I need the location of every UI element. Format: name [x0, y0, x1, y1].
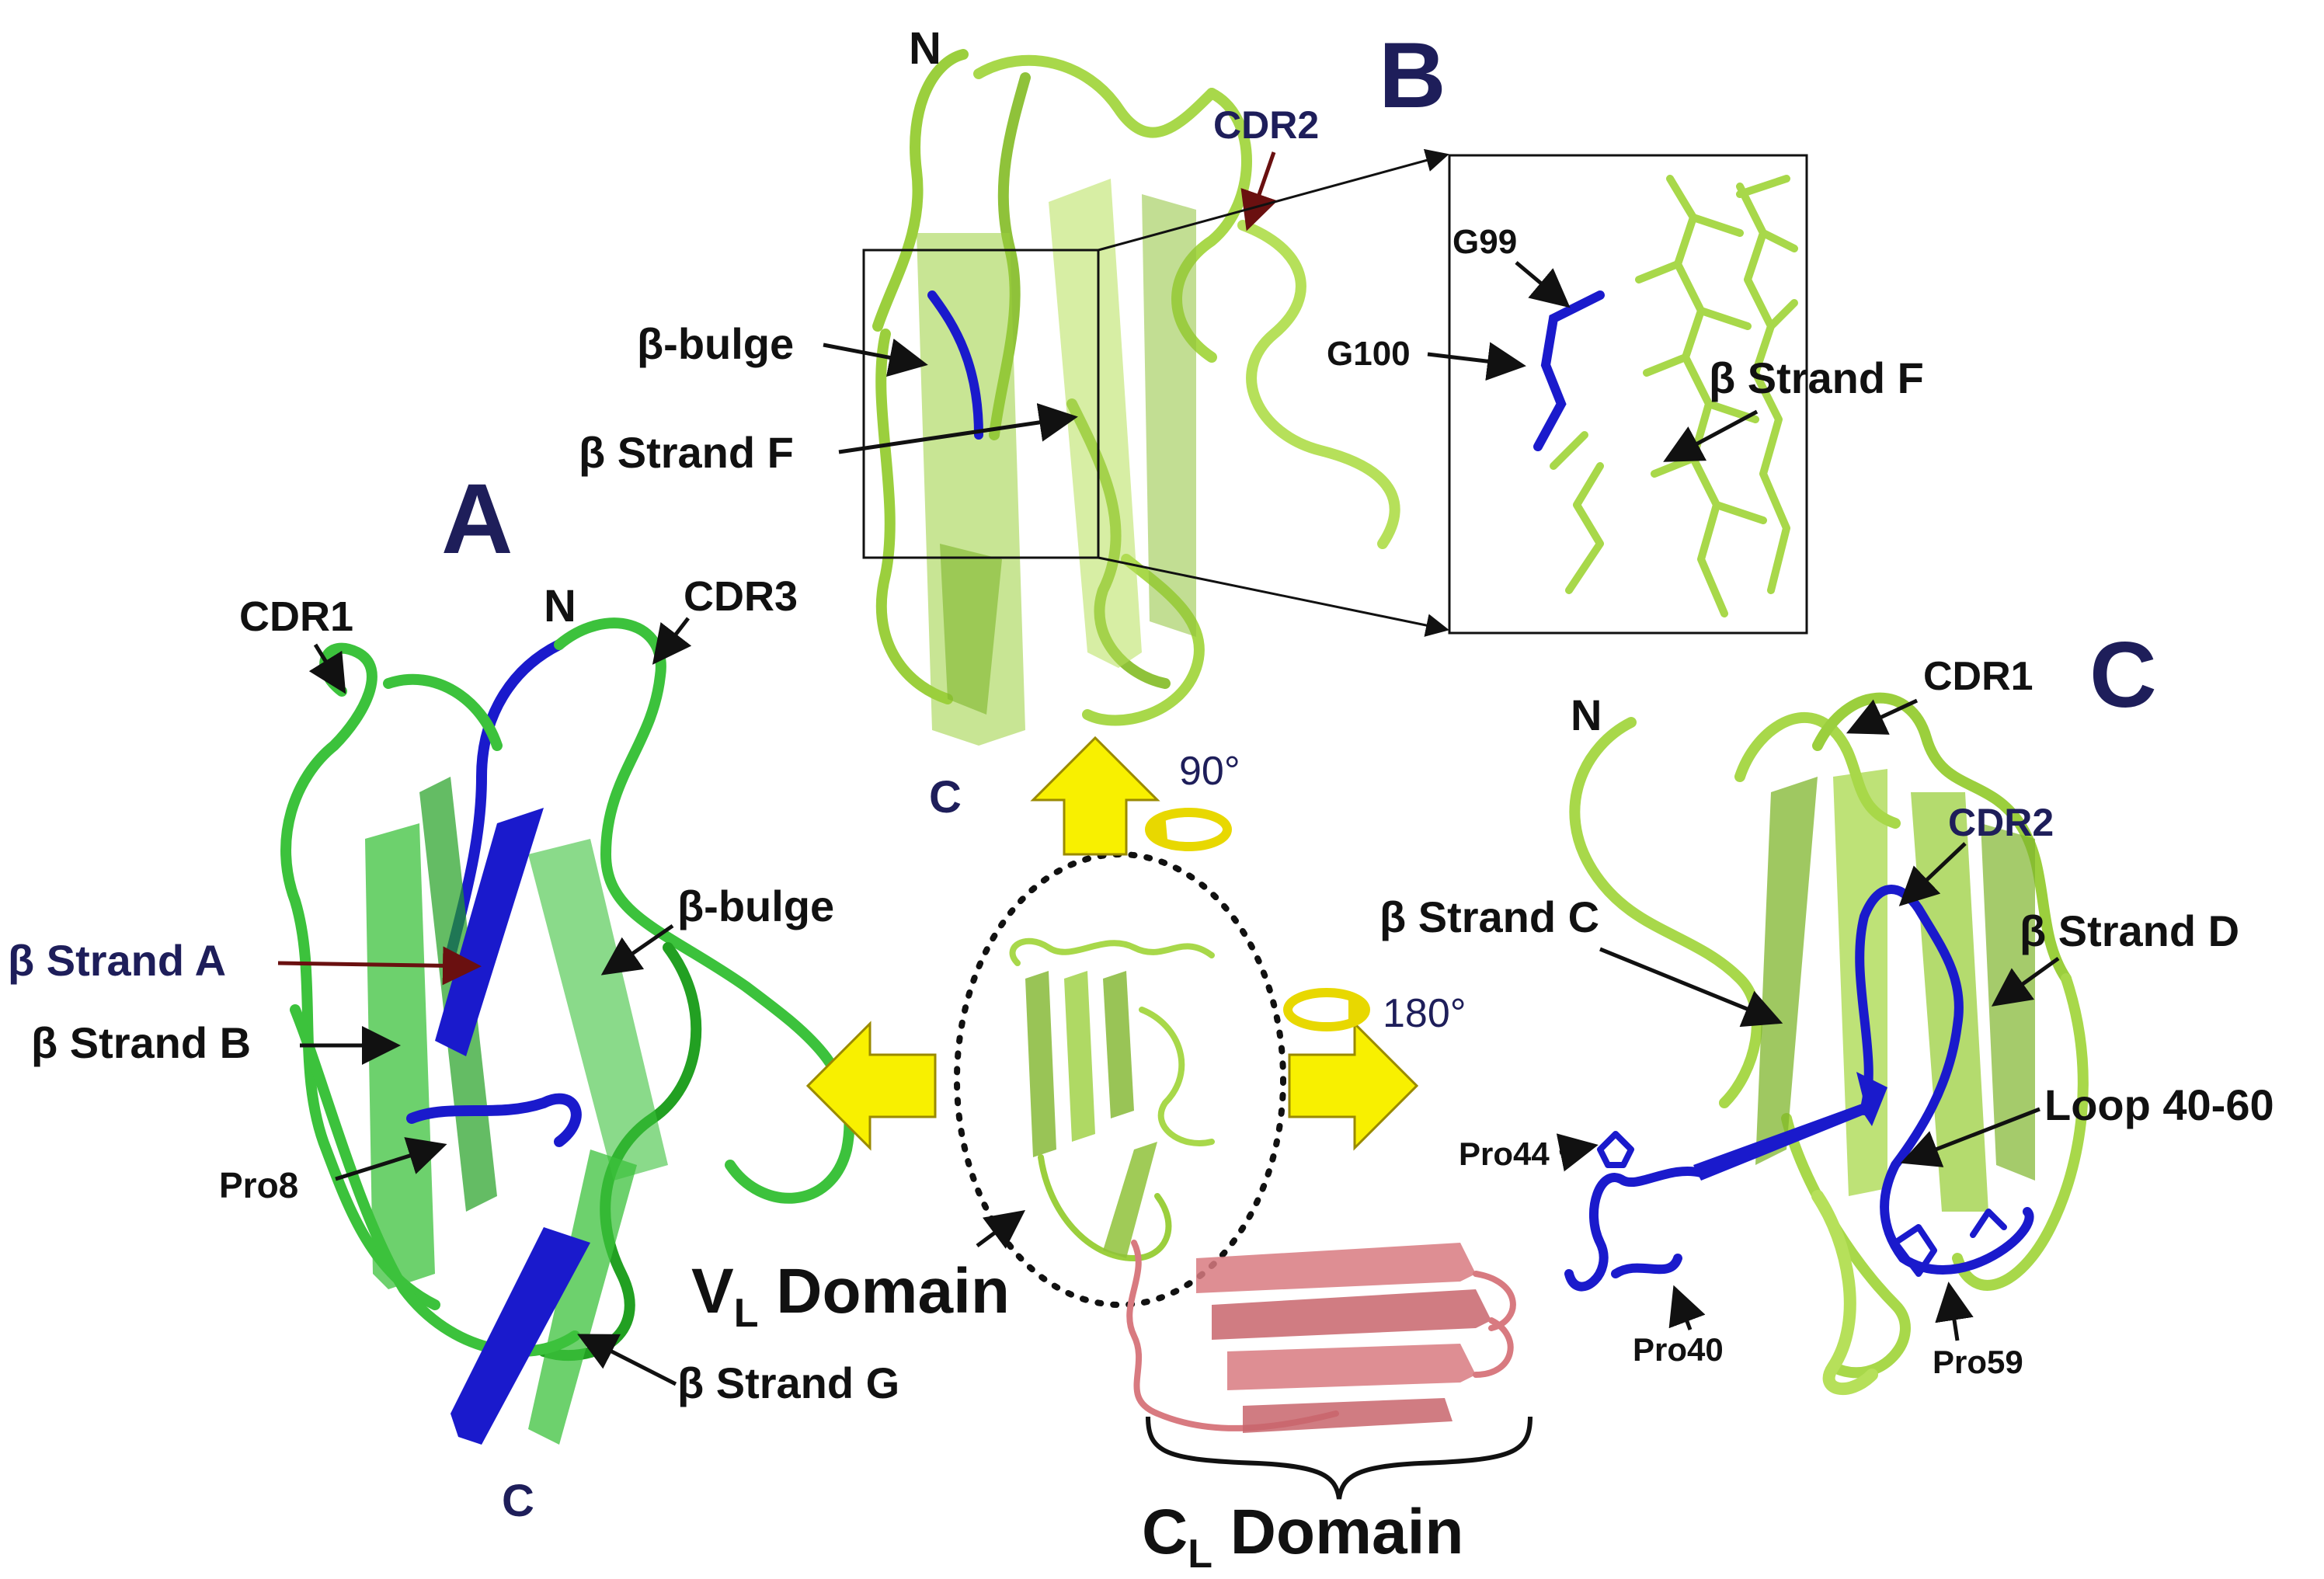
panel-a-strand-a-arrow	[277, 946, 482, 986]
panel-a-strand-g-arrow	[577, 1334, 677, 1386]
panel-b-n-terminus: N	[909, 23, 941, 74]
arrow-left-to-panel-a	[805, 1021, 937, 1151]
rotation-180-label: 180°	[1383, 991, 1466, 1036]
panel-c-loop-arrow	[1900, 1107, 2040, 1167]
panel-b-inset-g99-g100-residues	[1533, 290, 1605, 451]
panel-b-inset-sticks	[1550, 175, 1798, 617]
panel-c-letter: C	[2089, 623, 2157, 727]
panel-c-pro59-arrow	[1935, 1282, 1974, 1341]
panel-a-cdr1-label: CDR1	[239, 593, 353, 640]
panel-c-pro59-label: Pro59	[1933, 1344, 2023, 1380]
panel-b-inset-g100-label: G100	[1327, 335, 1411, 373]
panel-b-inset-g99-arrow	[1515, 261, 1571, 308]
panel-b-beta-bulge-arrow	[823, 338, 928, 377]
panel-a: A CDR1 N CDR3 β-bulge β Strand A β Stran…	[8, 464, 899, 1526]
panel-b-inset-strand-f-label: β Strand F	[1709, 353, 1924, 402]
panel-c-n-terminus: N	[1571, 690, 1602, 739]
panel-c-strand-d-arrow	[1991, 956, 2060, 1007]
panel-c-pro44-arrow	[1556, 1133, 1599, 1172]
panel-a-cdr3-label: CDR3	[684, 573, 798, 620]
panel-c-pro40-label: Pro40	[1633, 1331, 1724, 1368]
panel-a-pro8-label: Pro8	[219, 1165, 298, 1205]
vl-domain-label: VL Domain	[691, 1256, 1010, 1336]
panel-a-letter: A	[441, 464, 513, 575]
panel-c-strand-c-label: β Strand C	[1379, 892, 1599, 941]
cl-domain-brace	[1146, 1416, 1533, 1500]
center-vl-structure	[1009, 937, 1215, 1261]
panel-b-cdr2-label: CDR2	[1213, 103, 1319, 147]
arrow-up-to-panel-b	[1030, 736, 1160, 856]
panel-b-strand-f-arrow	[838, 403, 1078, 454]
center-cl-structure	[1126, 1240, 1516, 1433]
panel-c-pro40-arrow	[1668, 1285, 1706, 1330]
panel-c-cdr1-label: CDR1	[1923, 654, 2034, 699]
panel-b-strand-f-label: β Strand F	[579, 428, 794, 477]
panel-a-beta-bulge-arrow	[600, 923, 674, 976]
panel-b-cdr2-arrow	[1240, 151, 1278, 231]
panel-a-cdr1-arrow	[308, 643, 346, 694]
panel-b-protein-structure	[872, 49, 1400, 746]
panel-a-beta-bulge-label: β-bulge	[677, 882, 834, 930]
panel-c-cdr2-label: CDR2	[1948, 801, 2054, 844]
panel-c-pro44-label: Pro44	[1459, 1136, 1550, 1172]
panel-a-cdr3-arrow	[652, 617, 692, 665]
panel-b: B N CDR2 β-bulge β Strand F C G99 G100	[579, 23, 1924, 823]
panel-b-beta-bulge-label: β-bulge	[637, 319, 794, 368]
panel-b-inset: G99 G100 β Strand F	[1327, 154, 1924, 635]
panel-c-loop-label: Loop 40-60	[2044, 1080, 2274, 1129]
panel-a-strand-a-label: β Strand A	[8, 936, 226, 985]
cl-domain-label: CL Domain	[1142, 1497, 1463, 1577]
panel-b-inset-g100-arrow	[1427, 342, 1526, 381]
rotate-180-arrowhead-icon	[1348, 991, 1369, 1024]
panel-a-pro8-arrow	[335, 1137, 447, 1181]
rotation-90-label: 90°	[1179, 749, 1240, 794]
rotate-180-icon	[1283, 988, 1370, 1031]
vl-domain-pointer-arrow	[976, 1210, 1026, 1249]
panel-c: C N CDR1 CDR2 β Strand C β Strand D Loop…	[1379, 623, 2274, 1395]
panel-a-c-terminus: C	[502, 1476, 534, 1526]
panel-b-inset-g99-label: G99	[1452, 223, 1517, 261]
arrow-right-to-panel-c	[1288, 1021, 1419, 1151]
panel-b-letter: B	[1379, 23, 1446, 127]
panel-b-inset-strand-f-arrow	[1663, 409, 1759, 462]
panel-b-zoom-region	[862, 249, 1100, 559]
panel-a-strand-b-label: β Strand B	[31, 1018, 251, 1067]
panel-b-zoom-line-top	[1098, 148, 1449, 252]
panel-a-n-terminus: N	[544, 581, 576, 631]
center-panel: 90° 180° VL Domain CL Domain	[691, 736, 1533, 1577]
panel-c-cdr1-arrow	[1846, 698, 1919, 735]
panel-b-c-terminus: C	[929, 772, 962, 823]
panel-c-strand-d-label: β Strand D	[2020, 906, 2239, 955]
panel-b-inset-frame	[1448, 154, 1808, 635]
panel-b-zoom-line-bottom	[1098, 556, 1449, 637]
rotate-90-arrowhead-icon	[1146, 814, 1168, 848]
panel-c-cdr2-arrow	[1898, 842, 1967, 906]
panel-a-strand-g-label: β Strand G	[677, 1358, 899, 1407]
panel-c-strand-c-arrow	[1599, 947, 1783, 1028]
